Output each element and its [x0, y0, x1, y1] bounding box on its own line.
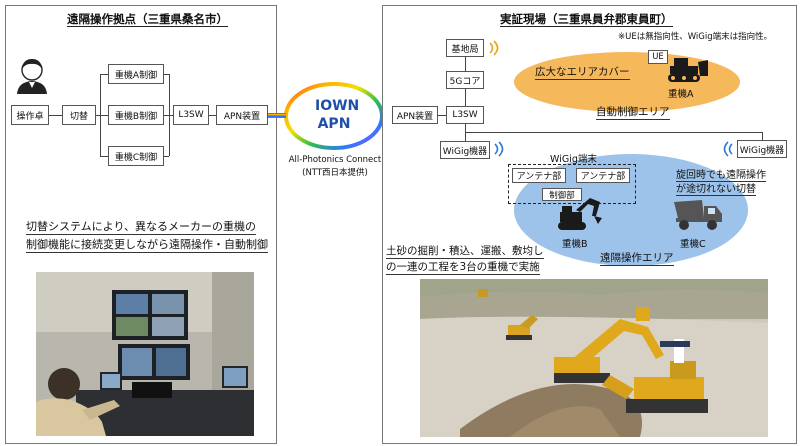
swing-note-line2: が途切れない切替	[676, 180, 756, 196]
line-c-bus	[164, 156, 169, 157]
left-title: 遠隔操作拠点（三重県桑名市）	[67, 12, 228, 27]
line-5g-l3sw	[465, 89, 466, 106]
swing-note-line1: 旋回時でも遠隔操作	[676, 166, 766, 182]
line-bus-a	[100, 74, 108, 75]
construction-site-photo	[420, 279, 768, 437]
line-l3sw-apn	[209, 115, 216, 116]
line-left-bus	[100, 74, 101, 156]
line-switch-bus	[96, 115, 108, 116]
right-caption-line1: 土砂の掘削・積込、運搬、敷均し	[386, 245, 544, 259]
rainbow-link-left	[268, 113, 286, 118]
dump-truck-c-icon	[674, 200, 722, 230]
machine-b-label: 重機B	[562, 239, 588, 250]
line-console-switch	[49, 115, 62, 116]
line-base-5g	[465, 57, 466, 71]
remote-area-label: 遠隔操作エリア	[600, 252, 674, 266]
wigig-terminal-label: WiGig端末	[550, 154, 597, 165]
antenna-box-2: アンテナ部	[576, 168, 630, 183]
right-apn-box: APN装置	[392, 106, 438, 124]
apn-label: APN	[317, 116, 351, 132]
line-apn-l3sw	[438, 115, 446, 116]
ue-box: UE	[648, 50, 668, 64]
apc-label-line2: (NTT西日本提供)	[302, 168, 368, 178]
wigig-right-box: WiGig機器	[737, 140, 787, 158]
right-l3sw-box: L3SW	[446, 106, 484, 124]
control-a-box: 重機A制御	[108, 64, 164, 84]
antenna-box-1: アンテナ部	[512, 168, 566, 183]
left-apn-box: APN装置	[216, 105, 268, 125]
auto-control-area-label: 自動制御エリア	[596, 106, 670, 120]
machine-a-label: 重機A	[668, 89, 694, 100]
line-bus-c	[100, 156, 108, 157]
bulldozer-a-icon	[668, 58, 708, 82]
remote-operation-ellipse	[514, 154, 748, 266]
right-title: 実証現場（三重県員弁郡東員町）	[500, 12, 673, 27]
left-caption-line2: 制御機能に接続変更しながら遠隔操作・自動制御	[26, 238, 268, 253]
control-b-box: 重機B制御	[108, 105, 164, 125]
core-5g-box: 5Gコア	[446, 71, 484, 89]
base-station-box: 基地局	[446, 39, 484, 57]
excavator-b-icon	[558, 198, 602, 230]
apc-label-line1: All-Photonics Connect	[288, 155, 382, 165]
right-caption-line2: の一連の工程を3台の重機で実施	[386, 261, 540, 275]
control-unit-box: 制御部	[542, 188, 582, 201]
console-box: 操作卓	[11, 105, 49, 125]
line-to-wigig-right-h	[465, 132, 762, 133]
remote-operation-photo	[36, 272, 254, 436]
left-l3sw-box: L3SW	[173, 105, 209, 125]
control-c-box: 重機C制御	[108, 146, 164, 166]
wigig-terminal-group	[508, 164, 636, 204]
switch-box: 切替	[62, 105, 96, 125]
left-caption-line1: 切替システムにより、異なるメーカーの重機の	[26, 220, 257, 235]
wide-area-label: 広大なエリアカバー	[535, 66, 630, 80]
operator-person-icon	[17, 59, 47, 94]
line-a-bus	[164, 74, 169, 75]
line-b-l3sw	[164, 115, 173, 116]
wigig-right-wave-icon	[723, 141, 733, 157]
wigig-left-box: WiGig機器	[440, 141, 490, 159]
machine-c-label: 重機C	[680, 239, 706, 250]
base-station-wave-icon	[489, 40, 499, 56]
right-note: ※UEは無指向性、WiGig端末は指向性。	[618, 32, 773, 42]
iown-label: IOWN	[315, 98, 360, 114]
wigig-left-wave-icon	[494, 141, 504, 157]
line-to-wigig-right-v	[762, 132, 763, 140]
